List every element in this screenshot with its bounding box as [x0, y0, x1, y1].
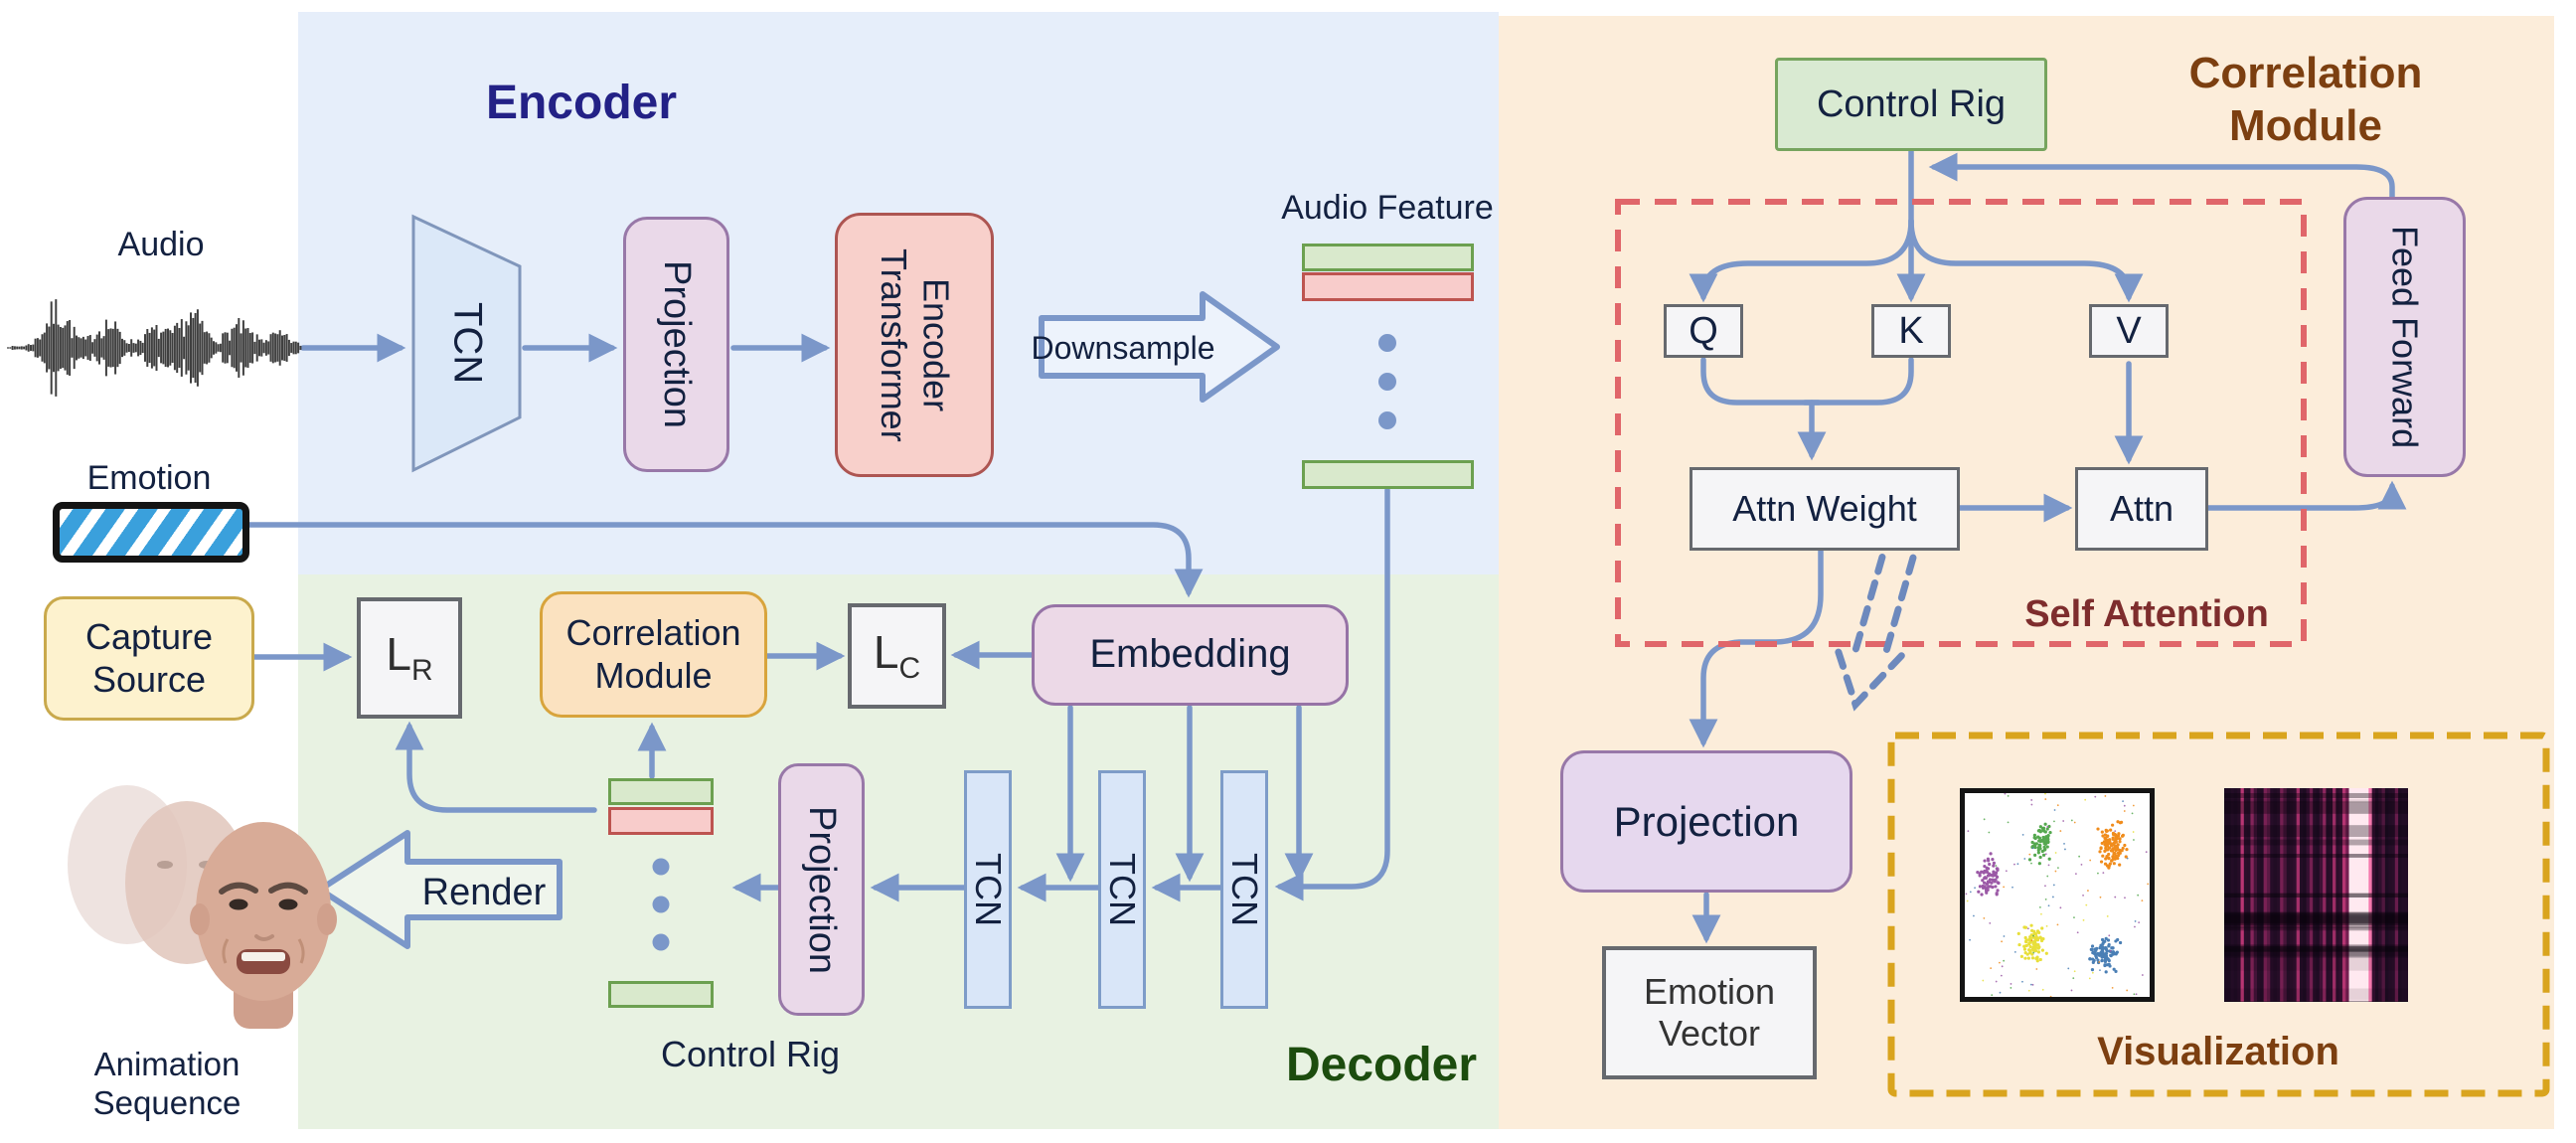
loss-correlation-text: LC — [873, 626, 921, 686]
render-block-arrow — [317, 830, 563, 949]
control-rig-bar-red — [608, 807, 714, 835]
capture-source-box: Capture Source — [44, 596, 254, 721]
feed-forward-box: Feed Forward — [2343, 197, 2466, 477]
control-rig-stack-label: Control Rig — [660, 1034, 841, 1074]
arrow-controlrig-to-q — [1689, 218, 1914, 303]
emotion-label: Emotion — [86, 459, 212, 497]
emotion-hatched-box — [53, 502, 249, 563]
correlation-module-title: Correlation Module — [2188, 49, 2423, 150]
tcn-encoder-label: TCN — [445, 301, 490, 385]
audio-label: Audio — [117, 226, 205, 263]
self-attention-dashed-frame — [1615, 199, 2307, 647]
audio-feature-bar-green — [1302, 244, 1474, 271]
downsample-label: Downsample — [1031, 330, 1215, 366]
audio-feature-label: Audio Feature — [1281, 189, 1494, 227]
correlation-module-decoder-box: Correlation Module — [540, 591, 767, 718]
visualization-label: Visualization — [2097, 1030, 2339, 1073]
projection-correlation-box: Projection — [1560, 750, 1852, 893]
line-q-merge — [1700, 357, 1822, 406]
arrow-feedforward-to-controlrig — [1928, 152, 2395, 200]
projection-encoder-box: Projection — [623, 217, 729, 472]
animation-faces — [68, 785, 337, 1029]
audio-feature-bar-red — [1302, 272, 1474, 301]
embedding-box: Embedding — [1032, 604, 1349, 706]
attn-weight-box: Attn Weight — [1690, 467, 1960, 551]
dashed-arrow-to-visualization — [1835, 554, 1917, 712]
tcn-decoder-box-1: TCN — [964, 770, 1012, 1009]
q-box: Q — [1664, 304, 1743, 358]
transformer-encoder-box: Transformer Encoder — [835, 213, 994, 477]
arrow-stack-to-lr — [395, 721, 597, 813]
arrow-controlrig-to-v — [1908, 218, 2144, 303]
control-rig-box: Control Rig — [1775, 58, 2047, 151]
projection-decoder-box: Projection — [778, 763, 865, 1016]
decoder-title: Decoder — [1285, 1039, 1478, 1091]
arrow-emotion-to-embedding — [233, 522, 1204, 598]
tcn-trapezoid — [411, 214, 522, 473]
animation-sequence-label: Animation Sequence — [92, 1046, 242, 1121]
line-k-merge — [1802, 357, 1914, 406]
attn-box: Attn — [2075, 467, 2208, 551]
audio-feature-bar-green-2 — [1302, 460, 1474, 489]
self-attention-label: Self Attention — [2024, 593, 2269, 635]
control-rig-bar-green-2 — [608, 981, 714, 1008]
k-box: K — [1871, 304, 1951, 358]
loss-render-box: LR — [357, 597, 462, 719]
arrow-attn-to-feedforward — [2205, 480, 2407, 511]
render-label: Render — [421, 872, 547, 913]
loss-render-text: LR — [386, 628, 433, 688]
control-rig-stack-ellipsis — [652, 858, 670, 951]
visualization-dashed-frame — [1887, 732, 2550, 1097]
attention-heatmap — [2224, 788, 2409, 1005]
audio-feature-ellipsis — [1378, 334, 1396, 429]
loss-correlation-box: LC — [848, 603, 946, 709]
arrow-audiofeature-to-tcn3 — [1274, 487, 1390, 901]
tsne-scatter-plot — [1960, 788, 2155, 1002]
tcn-decoder-box-2: TCN — [1098, 770, 1146, 1009]
v-box: V — [2089, 304, 2169, 358]
tcn-decoder-box-3: TCN — [1220, 770, 1268, 1009]
encoder-title: Encoder — [485, 77, 678, 129]
audio-waveform — [7, 299, 302, 397]
emotion-vector-box: Emotion Vector — [1602, 946, 1817, 1079]
downsample-block-arrow — [1039, 291, 1280, 403]
control-rig-bar-green — [608, 778, 714, 805]
